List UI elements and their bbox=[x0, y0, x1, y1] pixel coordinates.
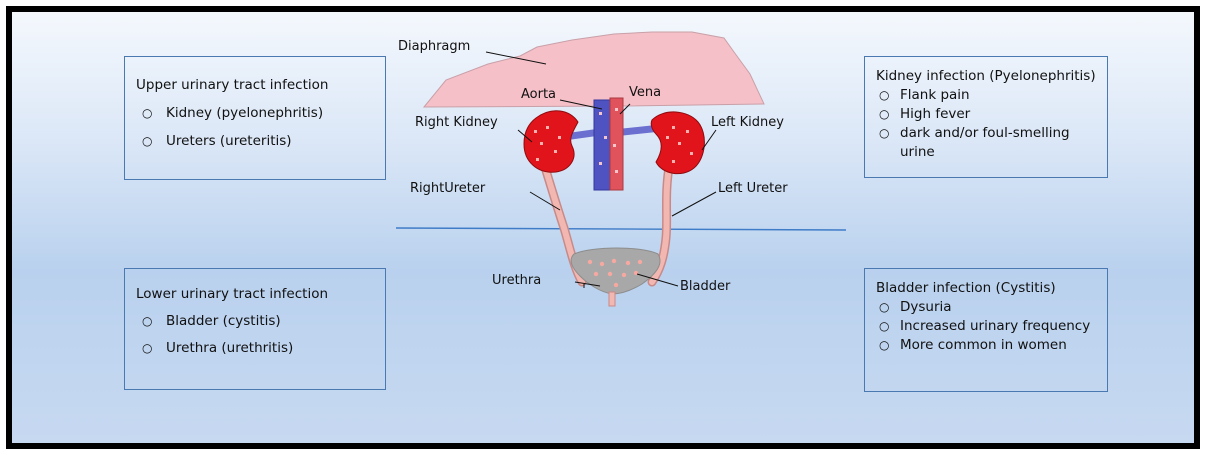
bladder-label: Bladder bbox=[680, 279, 731, 294]
vena-label: Vena bbox=[629, 85, 661, 100]
aorta-label: Aorta bbox=[521, 87, 556, 102]
left-kidney-label: Left Kidney bbox=[711, 115, 784, 130]
diaphragm-label: Diaphragm bbox=[398, 39, 470, 54]
aorta-shape bbox=[610, 98, 623, 190]
left-kidney-shape bbox=[651, 112, 704, 174]
diaphragm-shape bbox=[424, 32, 764, 107]
urinary-anatomy-illustration: Diaphragm Aorta Vena Right Kidney Left K… bbox=[12, 12, 1194, 443]
right-ureter-label: RightUreter bbox=[410, 181, 486, 196]
upper-lower-divider bbox=[396, 228, 846, 230]
diagram-frame: Upper urinary tract infection Kidney (py… bbox=[6, 6, 1200, 449]
urethra-shape bbox=[609, 292, 615, 306]
right-kidney-label: Right Kidney bbox=[415, 115, 498, 130]
urethra-label: Urethra bbox=[492, 273, 541, 288]
left-ureter-label: Left Ureter bbox=[718, 181, 788, 196]
